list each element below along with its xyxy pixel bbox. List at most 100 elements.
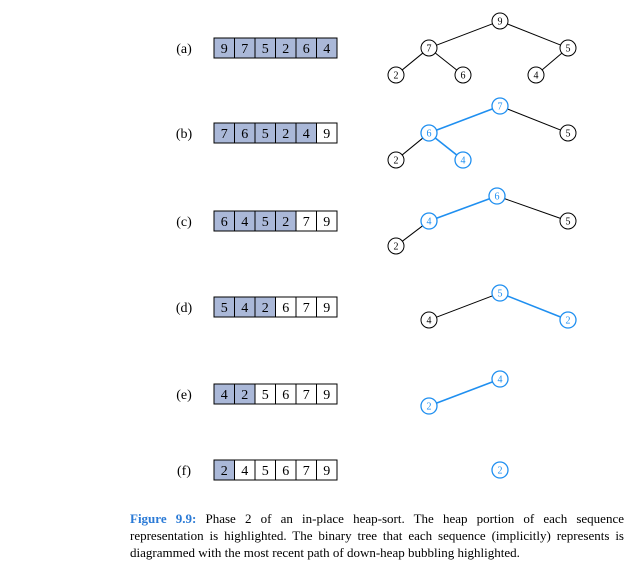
tree-node-value: 2 xyxy=(498,466,503,477)
tree-node-value: 2 xyxy=(566,316,571,327)
tree-node xyxy=(387,66,405,84)
cell-value: 4 xyxy=(241,215,248,230)
tree-edge xyxy=(434,52,458,71)
cell-value: 7 xyxy=(303,464,310,479)
cell-value: 5 xyxy=(262,464,269,479)
cell-value: 5 xyxy=(262,42,269,57)
sorted-cell xyxy=(316,122,338,144)
cell-value: 5 xyxy=(262,388,269,403)
cell-value: 6 xyxy=(282,301,289,316)
heap-tree: 5 4 2 xyxy=(420,284,577,329)
tree-node xyxy=(387,237,405,255)
tree-edge xyxy=(507,23,561,46)
tree-edge xyxy=(436,23,493,46)
cell-value: 7 xyxy=(303,301,310,316)
heap-tree: 9 7 5 2 6 4 xyxy=(387,12,577,84)
cell-value: 9 xyxy=(323,127,330,142)
tree-node-value: 7 xyxy=(498,102,503,113)
cell-value: 7 xyxy=(303,215,310,230)
tree-node-value: 5 xyxy=(566,217,571,228)
cell-value: 2 xyxy=(282,42,289,57)
tree-node-value: 4 xyxy=(498,375,503,386)
cell-value: 7 xyxy=(221,127,228,142)
tree-edge xyxy=(402,225,423,242)
sorted-cell xyxy=(316,210,338,232)
tree-node-value: 2 xyxy=(394,71,399,82)
cell-value: 7 xyxy=(241,42,248,57)
tree-node-highlighted xyxy=(491,97,509,115)
tree-node-highlighted xyxy=(491,284,509,302)
tree-node-highlighted xyxy=(454,151,472,169)
cell-value: 7 xyxy=(303,388,310,403)
tree-node-value: 4 xyxy=(427,316,432,327)
cell-value: 9 xyxy=(323,215,330,230)
tree-node-value: 2 xyxy=(394,156,399,167)
cell-value: 4 xyxy=(221,388,228,403)
tree-edge xyxy=(436,295,493,318)
step-label: (b) xyxy=(176,127,193,142)
tree-node xyxy=(491,12,509,30)
tree-node xyxy=(527,66,545,84)
tree-node xyxy=(559,212,577,230)
tree-node-value: 9 xyxy=(498,17,503,28)
tree-edge xyxy=(504,198,561,219)
tree-node xyxy=(559,39,577,57)
tree-node-value: 4 xyxy=(427,217,432,228)
tree-node xyxy=(454,66,472,84)
tree-node-value: 5 xyxy=(566,44,571,55)
tree-edge-highlighted xyxy=(436,198,490,219)
step-label: (e) xyxy=(176,388,192,403)
figure-caption: Figure 9.9: Phase 2 of an in-place heap-… xyxy=(130,510,624,561)
tree-node xyxy=(420,311,438,329)
cell-value: 2 xyxy=(282,127,289,142)
tree-node-value: 4 xyxy=(534,71,539,82)
cell-value: 9 xyxy=(323,301,330,316)
step-label: (a) xyxy=(176,42,192,57)
sorted-cell xyxy=(316,459,338,481)
cell-value: 9 xyxy=(323,388,330,403)
cell-value: 4 xyxy=(323,42,330,57)
cell-value: 5 xyxy=(262,127,269,142)
tree-node-highlighted xyxy=(420,397,438,415)
tree-node xyxy=(420,39,438,57)
tree-edge-highlighted xyxy=(507,295,561,318)
tree-edge-highlighted xyxy=(436,381,493,404)
tree-node xyxy=(387,151,405,169)
figure-caption-text: Phase 2 of an in-place heap-sort. The he… xyxy=(130,511,624,560)
tree-node-highlighted xyxy=(491,370,509,388)
cell-value: 6 xyxy=(282,464,289,479)
cell-value: 2 xyxy=(241,388,248,403)
tree-node-value: 6 xyxy=(427,129,432,140)
step-label: (c) xyxy=(176,215,192,230)
tree-edge xyxy=(401,52,424,71)
tree-node-value: 6 xyxy=(495,192,500,203)
tree-node-highlighted xyxy=(559,311,577,329)
figure-label: Figure 9.9: xyxy=(130,511,197,526)
heap-tree: 6 4 5 2 xyxy=(387,187,577,255)
tree-edge xyxy=(401,137,424,156)
tree-edge-highlighted xyxy=(436,108,493,131)
tree-edge-highlighted xyxy=(434,137,458,156)
tree-node-highlighted xyxy=(420,212,438,230)
cell-value: 4 xyxy=(303,127,310,142)
tree-node-value: 2 xyxy=(427,402,432,413)
tree-node-value: 5 xyxy=(498,289,503,300)
heap-tree: 2 xyxy=(491,461,509,479)
cell-value: 2 xyxy=(282,215,289,230)
cell-value: 2 xyxy=(262,301,269,316)
tree-node-value: 7 xyxy=(427,44,432,55)
sorted-cell xyxy=(316,383,338,405)
tree-node-value: 6 xyxy=(461,71,466,82)
tree-node xyxy=(559,124,577,142)
tree-node-value: 2 xyxy=(394,242,399,253)
